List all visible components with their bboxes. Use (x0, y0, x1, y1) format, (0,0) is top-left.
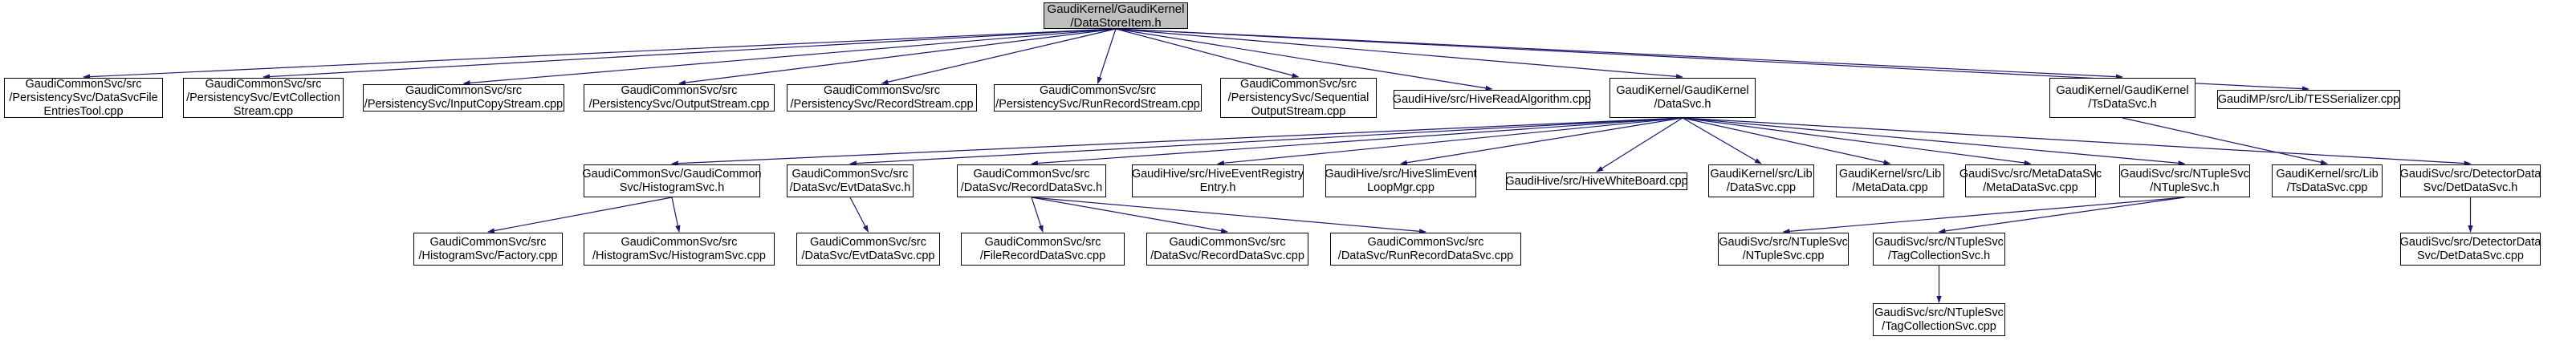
graph-edge (1031, 197, 1228, 233)
graph-node[interactable]: GaudiHive/src/HiveReadAlgorithm.cpp (1393, 90, 1591, 109)
graph-edge (1031, 117, 1683, 166)
graph-edge (678, 28, 1117, 86)
graph-node[interactable]: GaudiCommonSvc/GaudiCommon Svc/Histogram… (582, 164, 762, 197)
graph-node[interactable]: GaudiSvc/src/MetaDataSvc /MetaDataSvc.cp… (1959, 164, 2102, 197)
graph-edge (671, 197, 681, 233)
graph-edge (1682, 117, 1891, 165)
graph-edge (1031, 197, 1426, 234)
graph-node[interactable]: GaudiCommonSvc/src /PersistencySvc/RunRe… (994, 84, 1202, 112)
graph-node[interactable]: GaudiKernel/GaudiKernel /TsDataSvc.h (2049, 78, 2196, 118)
graph-node[interactable]: GaudiKernel/src/Lib /TsDataSvc.cpp (2272, 164, 2383, 197)
graph-node[interactable]: GaudiCommonSvc/src /PersistencySvc/EvtCo… (183, 78, 344, 118)
graph-edge (462, 28, 1117, 86)
graph-edge (1682, 117, 2186, 166)
graph-node[interactable]: GaudiHive/src/HiveWhiteBoard.cpp (1505, 172, 1688, 190)
graph-edge (2122, 117, 2328, 165)
graph-node[interactable]: GaudiCommonSvc/src /PersistencySvc/Seque… (1220, 78, 1377, 118)
graph-node[interactable]: GaudiCommonSvc/src /FileRecordDataSvc.cp… (961, 233, 1125, 266)
graph-edge (1097, 28, 1117, 84)
graph-edge (1400, 117, 1683, 165)
graph-node[interactable]: GaudiSvc/src/NTupleSvc /NTupleSvc.h (2119, 164, 2250, 197)
graph-edge (849, 197, 869, 233)
graph-node[interactable]: GaudiSvc/src/DetectorData Svc/DetDataSvc… (2400, 233, 2541, 266)
graph-edge (262, 28, 1117, 79)
graph-edge (1938, 197, 2185, 234)
graph-node[interactable]: GaudiKernel/src/Lib /DataSvc.cpp (1708, 164, 1814, 197)
graph-node[interactable]: GaudiCommonSvc/src /PersistencySvc/Recor… (787, 84, 977, 112)
graph-node[interactable]: GaudiSvc/src/NTupleSvc /TagCollectionSvc… (1873, 303, 2005, 336)
graph-node[interactable]: GaudiHive/src/HiveSlimEvent LoopMgr.cpp (1325, 164, 1477, 197)
graph-node[interactable]: GaudiCommonSvc/src /HistogramSvc/Histogr… (584, 233, 775, 266)
graph-node[interactable]: GaudiCommonSvc/src /DataSvc/RecordDataSv… (1146, 233, 1308, 266)
graph-node[interactable]: GaudiSvc/src/DetectorData Svc/DetDataSvc… (2400, 164, 2541, 197)
graph-node[interactable]: GaudiKernel/GaudiKernel /DataSvc.h (1609, 78, 1756, 118)
graph-edge (1682, 117, 2032, 166)
graph-node[interactable]: GaudiCommonSvc/src /PersistencySvc/DataS… (4, 78, 163, 118)
graph-edge (1596, 117, 1683, 172)
graph-edge (849, 117, 1683, 166)
graph-edge (1115, 28, 1300, 79)
graph-node[interactable]: GaudiCommonSvc/src /DataSvc/EvtDataSvc.c… (796, 233, 940, 266)
graph-edge (487, 197, 673, 233)
graph-node[interactable]: GaudiKernel/src/Lib /MetaData.cpp (1836, 164, 1944, 197)
graph-edge (1682, 117, 2472, 166)
graph-node[interactable]: GaudiCommonSvc/src /DataSvc/RecordDataSv… (957, 164, 1106, 197)
graph-edge (881, 28, 1117, 85)
graph-node[interactable]: GaudiCommonSvc/src /PersistencySvc/Outpu… (584, 84, 775, 112)
graph-node[interactable]: GaudiMP/src/Lib/TESSerializer.cpp (2217, 90, 2400, 109)
graph-edge (1682, 117, 1762, 164)
graph-node[interactable]: GaudiSvc/src/NTupleSvc /TagCollectionSvc… (1873, 233, 2005, 266)
graph-node[interactable]: GaudiCommonSvc/src /PersistencySvc/Input… (363, 84, 564, 112)
graph-node[interactable]: GaudiHive/src/HiveEventRegistry Entry.h (1132, 164, 1304, 197)
graph-edge (1115, 28, 1683, 79)
graph-node-root[interactable]: GaudiKernel/GaudiKernel /DataStoreItem.h (1044, 2, 1188, 30)
graph-edge (1217, 117, 1683, 166)
graph-edge (1031, 197, 1044, 233)
graph-edge (1115, 28, 2123, 79)
graph-node[interactable]: GaudiCommonSvc/src /HistogramSvc/Factory… (413, 233, 563, 266)
graph-edge (1782, 197, 2185, 234)
graph-edge (83, 28, 1117, 79)
graph-node[interactable]: GaudiSvc/src/NTupleSvc /NTupleSvc.cpp (1718, 233, 1849, 266)
graph-node[interactable]: GaudiCommonSvc/src /DataSvc/RunRecordDat… (1330, 233, 1521, 266)
graph-edge (671, 117, 1683, 166)
graph-node[interactable]: GaudiCommonSvc/src /DataSvc/EvtDataSvc.h (787, 164, 914, 197)
